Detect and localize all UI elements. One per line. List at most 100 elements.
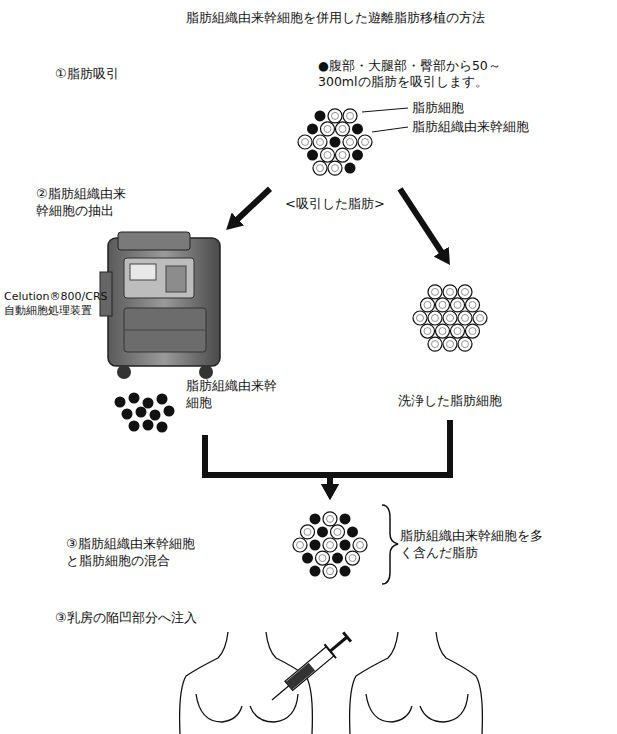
fat-cell-core (432, 288, 439, 295)
fat-cell-core (327, 568, 334, 575)
syringe-fill (286, 663, 315, 690)
flow-arrow (330, 420, 450, 488)
stem-cell (150, 410, 161, 421)
fat-cell-core (339, 125, 346, 132)
stem-cell (129, 421, 140, 432)
fat-cell (323, 564, 337, 578)
stem-cell (352, 150, 363, 161)
fat-cell-core (424, 301, 431, 308)
machine-lid (118, 232, 190, 250)
fat-cell-core (462, 288, 469, 295)
fat-cell-core (424, 328, 431, 335)
fat-cell-core (334, 528, 341, 535)
fat-cell (466, 298, 480, 312)
syringe-needle (272, 686, 289, 700)
fat-cell (443, 311, 457, 325)
fat-cell (436, 324, 450, 338)
cell-clusters (115, 109, 488, 578)
leader-line (372, 127, 408, 132)
fat-cell (321, 122, 335, 136)
node-text: 洗浄した脂肪細胞 (385, 393, 515, 410)
fat-cell (323, 538, 337, 552)
stem-cell (340, 513, 351, 524)
fat-cell-core (339, 152, 346, 159)
fat-cell-core (357, 542, 364, 549)
leader-lines (362, 108, 408, 132)
fat-cell (458, 337, 472, 351)
stem-cell (307, 123, 318, 134)
node-text: 脂肪組織由来幹細胞 (186, 378, 286, 412)
title: 脂肪組織由来幹細胞を併用した遊離脂肪移植の方法 (175, 10, 495, 27)
torso-outline (350, 632, 398, 734)
leader-line (362, 108, 408, 112)
machine-chamber (166, 266, 186, 292)
fat-cell (458, 285, 472, 299)
fat-cell-core (332, 165, 339, 172)
machine-screen (130, 264, 156, 280)
illustration-node: Celution®800/CRS 自動細胞処理装置脂肪組織由来幹細胞 (0, 230, 290, 435)
fat-cell-core (302, 139, 309, 146)
fat-cell-core (439, 328, 446, 335)
fat-cell (346, 551, 360, 565)
fat-cell-core (477, 315, 484, 322)
stem-cell (157, 422, 168, 433)
machine-body (108, 238, 220, 366)
stem-cell (136, 407, 147, 418)
stem-cell (345, 163, 356, 174)
stem-cell (340, 540, 351, 551)
syringe-barrel (285, 647, 334, 691)
fat-cell-core (327, 542, 334, 549)
fat-cell (331, 525, 345, 539)
cell-processing-machine (100, 232, 220, 379)
stem-cell (157, 394, 168, 405)
node-text: <吸引した脂肪> (270, 196, 400, 213)
stem-cell (310, 540, 321, 551)
fat-cell (313, 161, 327, 175)
fat-cell (421, 324, 435, 338)
fat-cell (473, 311, 487, 325)
stem-cell (164, 406, 175, 417)
fat-cell (353, 538, 367, 552)
machine-handle (100, 272, 112, 316)
annotation-label: ①脂肪吸引 (55, 66, 185, 83)
stem-cell (302, 553, 313, 564)
stem-cell (315, 110, 326, 121)
fat-cell (451, 324, 465, 338)
fat-cell-core (432, 341, 439, 348)
machine-seam (124, 330, 206, 331)
stem-cell (307, 150, 318, 161)
breast-outline (420, 694, 468, 722)
torso-right (350, 632, 483, 734)
fat-cell (458, 311, 472, 325)
node-text: Celution®800/CRS 自動細胞処理装置 (4, 290, 100, 319)
fat-cell-core (347, 139, 354, 146)
annotation-label: ●腹部・大腿部・臀部から50～300mlの脂肪を吸引します。 (318, 58, 523, 91)
fat-cell-core (324, 125, 331, 132)
machine-wheel (199, 365, 213, 379)
fat-cell (323, 512, 337, 526)
machine-wheel (117, 365, 131, 379)
fat-cell-core (454, 301, 461, 308)
annotation-label: 脂肪細胞 (412, 100, 512, 117)
stem-cell (129, 393, 140, 404)
fat-cell-core (432, 315, 439, 322)
fat-cell-core (324, 152, 331, 159)
torso-outline (436, 632, 482, 734)
fat-cell (466, 324, 480, 338)
fat-cell (301, 525, 315, 539)
fat-cell (451, 298, 465, 312)
fat-cell (336, 148, 350, 162)
stem-cell (310, 513, 321, 524)
fat-cell-core (469, 301, 476, 308)
stem-cell (317, 526, 328, 537)
annotation-label: ②脂肪組織由来幹細胞の抽出 (36, 186, 136, 220)
stem-cell (347, 526, 358, 537)
annotation-label: ③乳房の陥凹部分へ注入 (55, 610, 275, 627)
fat-cell (328, 161, 342, 175)
torso-outline (180, 632, 228, 734)
machine-door (124, 308, 206, 352)
fat-cell-core (447, 288, 454, 295)
bracket (382, 505, 398, 584)
fat-cell (428, 285, 442, 299)
fat-cell-core (332, 112, 339, 119)
